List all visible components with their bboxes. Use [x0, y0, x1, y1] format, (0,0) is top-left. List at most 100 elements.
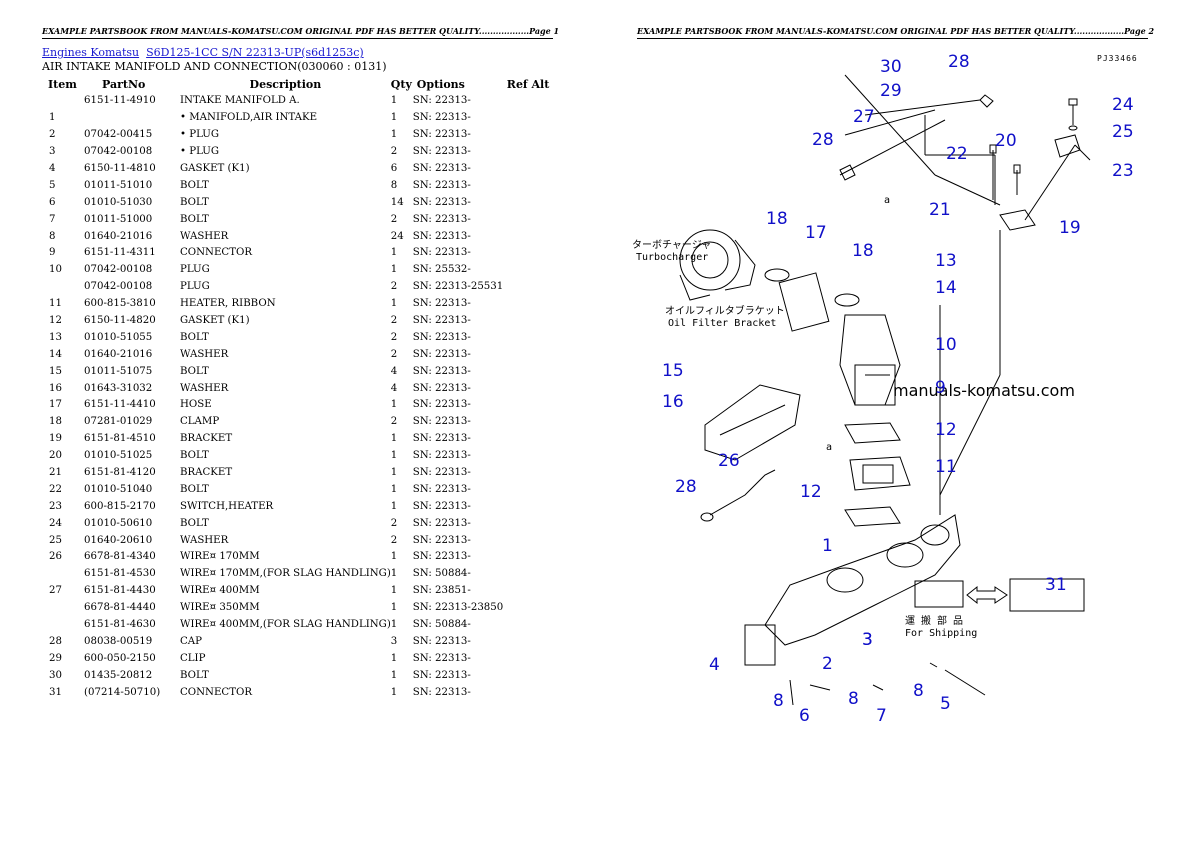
cell-partno: 07042-00108: [84, 264, 153, 276]
cell-ref-alt: [507, 363, 567, 380]
cell-item: 27: [49, 585, 62, 597]
turbocharger-label-jp: ターボチャージャ: [632, 240, 712, 251]
cell-item: 23: [49, 500, 62, 512]
cell-item: 2: [49, 129, 56, 141]
cell-item: [42, 566, 84, 583]
cell-ref-alt: [507, 228, 567, 245]
cell-partno: 6150-11-4820: [84, 315, 156, 327]
cell-item: 6: [49, 196, 56, 208]
diagram-code: PJ33466: [1097, 54, 1138, 63]
cell-item: 8: [49, 230, 56, 242]
cell-qty: 1: [390, 619, 398, 631]
cell-ref-alt: [507, 414, 567, 431]
shipping-label-jp: 運 搬 部 品: [905, 616, 964, 627]
cell-partno: 01640-21016: [84, 348, 153, 360]
callout-number: 19: [1059, 218, 1081, 238]
callout-number: 3: [862, 630, 873, 650]
cell-description: WASHER: [180, 534, 229, 546]
cell-partno: 600-815-3810: [84, 298, 156, 310]
cell-description: GASKET (K1): [180, 163, 250, 174]
callout-number: 24: [1112, 95, 1134, 115]
breadcrumb-link-engines[interactable]: Engines Komatsu: [42, 46, 140, 59]
callout-number: 3: [862, 630, 873, 650]
cell-description: SWITCH,HEATER: [180, 500, 274, 512]
cell-options: SN: 22313-: [412, 416, 471, 428]
cell-partno: 01435-20812: [84, 669, 153, 681]
cell-item: 19: [49, 433, 62, 445]
cell-options: SN: 22313-: [412, 686, 471, 698]
cell-qty: 24: [390, 230, 404, 242]
cell-item: 29: [49, 652, 62, 664]
callout-number: 6: [799, 706, 810, 726]
cell-partno: 07281-01029: [84, 416, 153, 428]
cell-item: 25: [49, 534, 62, 546]
cell-options: SN: 22313-: [412, 433, 471, 445]
cell-options: SN: 22313-25531: [412, 281, 504, 293]
exploded-parts-diagram: [679, 74, 1091, 706]
cell-options: SN: 22313-23850: [412, 602, 504, 614]
cell-qty: 1: [390, 264, 398, 276]
cell-partno: 600-050-2150: [84, 652, 156, 664]
cell-description: WIRE¤ 400MM: [180, 585, 260, 597]
cell-qty: 2: [390, 213, 398, 225]
cell-item: 26: [49, 551, 62, 563]
cell-qty: 4: [390, 382, 398, 394]
cell-description: WIRE¤ 170MM: [180, 551, 260, 563]
callout-number: 9: [935, 378, 946, 398]
watermark: manuals-komatsu.com: [893, 381, 1075, 400]
callout-number: 28: [948, 52, 970, 72]
cell-item: 15: [49, 365, 62, 377]
cell-partno: 07042-00108: [84, 146, 153, 158]
cell-partno: 6151-81-4510: [84, 433, 156, 445]
breadcrumb: Engines Komatsu S6D125-1CC S/N 22313-UP(…: [42, 46, 364, 59]
cell-ref-alt: [507, 329, 567, 346]
cell-description: BOLT: [180, 365, 209, 377]
shipping-label: For Shipping: [905, 628, 978, 639]
cell-qty: 8: [390, 179, 398, 191]
cell-options: SN: 22313-: [412, 129, 471, 141]
cell-options: SN: 22313-: [412, 551, 471, 563]
cell-ref-alt: [507, 127, 567, 144]
cell-item: [42, 279, 84, 296]
cell-item: 1: [49, 112, 56, 124]
callout-number: 5: [940, 694, 951, 714]
cell-partno: 01011-51010: [84, 179, 153, 191]
cell-partno: 01010-50610: [84, 517, 153, 529]
cell-ref-alt: [507, 346, 567, 363]
callout-number: 27: [853, 107, 875, 127]
cell-options: SN: 22313-: [412, 331, 471, 343]
cell-description: • MANIFOLD,AIR INTAKE: [180, 112, 318, 124]
cell-options: SN: 22313-: [412, 112, 471, 124]
cell-options: SN: 22313-: [412, 635, 471, 647]
callout-number: 18: [852, 241, 874, 261]
cell-qty: 1: [390, 602, 398, 614]
cell-qty: 2: [390, 281, 398, 293]
cell-qty: 2: [390, 146, 398, 158]
breadcrumb-link-model[interactable]: S6D125-1CC S/N 22313-UP(s6d1253c): [146, 46, 364, 59]
cell-item: 5: [49, 179, 56, 191]
cell-options: SN: 22313-: [412, 669, 471, 681]
callout-number: 30: [880, 57, 902, 77]
shipping-box: [914, 578, 1085, 612]
cell-ref-alt: [507, 431, 567, 448]
cell-options: SN: 22313-: [412, 483, 471, 495]
cell-ref-alt: [507, 296, 567, 313]
cell-ref-alt: [507, 617, 567, 634]
cell-item: 3: [49, 146, 56, 158]
cell-options: SN: 22313-: [412, 399, 471, 411]
section-title: AIR INTAKE MANIFOLD AND CONNECTION(03006…: [42, 60, 387, 73]
cell-item: 18: [49, 416, 62, 428]
wire-26: [700, 469, 776, 522]
cell-ref-alt: [507, 667, 567, 684]
cell-options: SN: 22313-: [412, 95, 471, 107]
callout-number: 8: [773, 691, 784, 711]
cell-description: HOSE: [180, 399, 212, 411]
cell-options: SN: 22313-: [412, 196, 471, 208]
